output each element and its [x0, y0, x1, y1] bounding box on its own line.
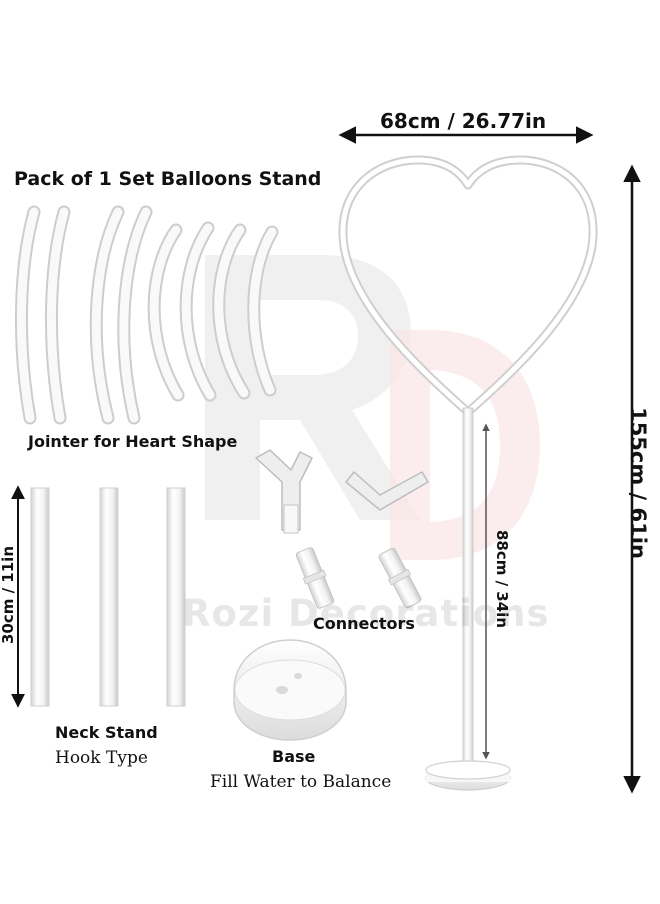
straight-connector: [295, 547, 335, 609]
jointer-label: Jointer for Heart Shape: [28, 432, 238, 451]
v-connector: [345, 471, 429, 511]
jointer-tube: [212, 223, 251, 400]
y-connector: [255, 449, 313, 534]
jointer-tube: [247, 225, 279, 397]
watermark-brand-text: Rozi Decorations: [182, 592, 550, 635]
pole-base: [425, 760, 511, 791]
height-dimension-label: 155cm / 61in: [626, 407, 650, 559]
main-pole: [462, 407, 474, 771]
neck-stand-tube: [166, 487, 186, 707]
neck-stand-title: Neck Stand: [55, 723, 158, 742]
jointer-tube: [44, 205, 71, 425]
jointer-tube: [14, 205, 41, 425]
pole-dimension-label: 88cm / 34in: [493, 529, 511, 628]
jointer-tube: [147, 223, 185, 402]
water-base: [233, 639, 347, 741]
neck-stand-tubes: [30, 487, 186, 707]
jointer-tubes: [14, 205, 279, 425]
base-subtitle: Fill Water to Balance: [210, 772, 392, 792]
connectors-label: Connectors: [313, 614, 415, 633]
neck-stand-subtitle: Hook Type: [55, 748, 148, 768]
jointer-tube: [179, 221, 217, 402]
jointer-tube: [89, 205, 125, 425]
neck-dimension-label: 30cm / 11in: [0, 546, 17, 645]
pack-title: Pack of 1 Set Balloons Stand: [14, 168, 322, 190]
base-title: Base: [272, 747, 316, 766]
neck-stand-tube: [30, 487, 50, 707]
straight-connector: [378, 547, 422, 609]
heart-frame: [338, 155, 598, 417]
width-dimension-label: 68cm / 26.77in: [380, 109, 547, 133]
jointer-tube: [117, 205, 153, 425]
neck-stand-tube: [99, 487, 119, 707]
